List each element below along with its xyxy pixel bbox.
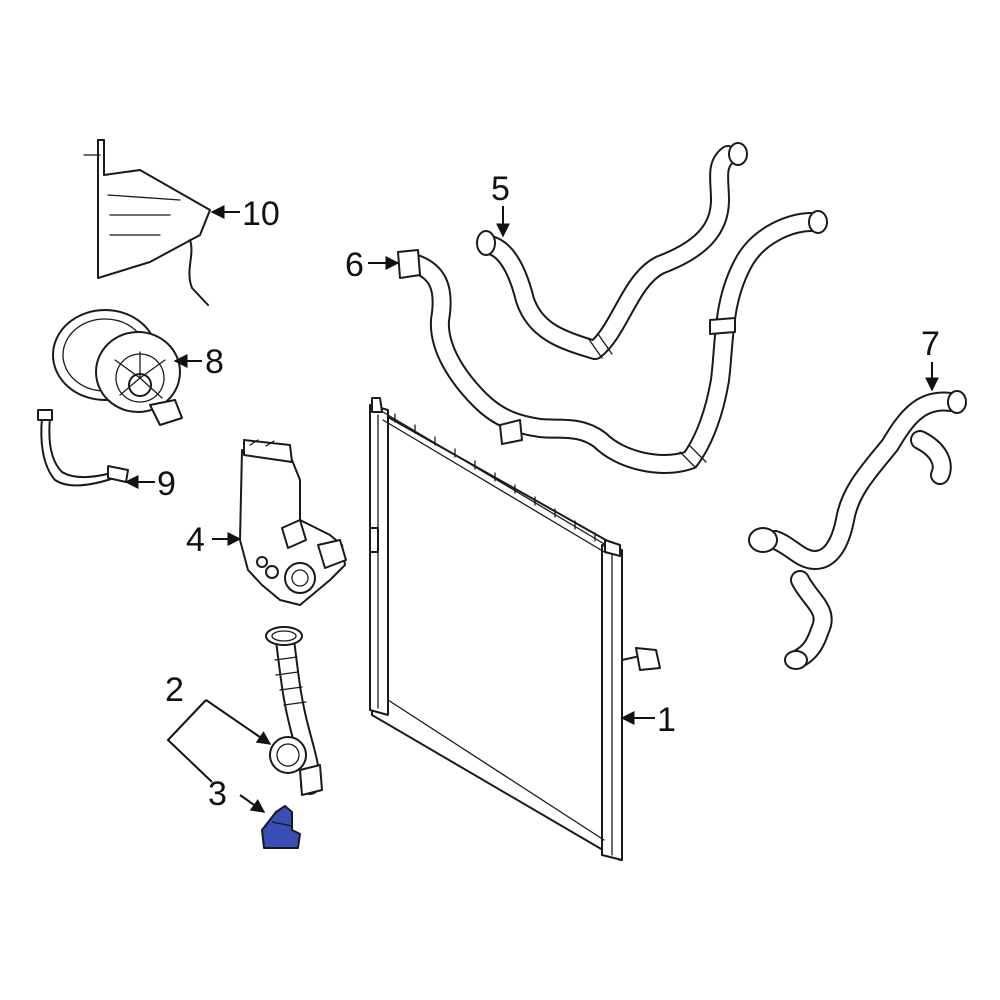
callout-label-3: 3 [208,775,227,813]
callout-9: 9 [124,465,176,503]
pump-part-8 [52,309,183,426]
connector-part-3 [261,805,301,849]
callout-4: 4 [186,521,242,559]
callout-label-1: 1 [657,701,676,739]
valve-housing-part-4 [239,439,347,606]
callout-7: 7 [921,325,940,392]
callout-8: 8 [173,343,224,381]
strap-part-9 [37,409,129,487]
callout-3: 3 [208,775,266,813]
callout-label-5: 5 [491,170,510,208]
callout-10: 10 [210,195,280,233]
callout-2: 2 [165,671,272,783]
callout-label-7: 7 [921,325,940,363]
callout-label-8: 8 [205,343,224,381]
bracket-part-10 [83,139,211,306]
hose-part-7 [748,390,967,670]
callout-5: 5 [491,170,510,238]
hose-part-6 [397,210,828,474]
callout-6: 6 [345,246,400,284]
coolant-pipe-part-2 [265,626,323,796]
callout-label-9: 9 [157,465,176,503]
callout-label-2: 2 [165,671,184,709]
callout-1: 1 [620,701,676,739]
hose-part-5 [476,142,748,360]
radiator-part-1 [369,397,661,861]
callout-label-6: 6 [345,246,364,284]
callout-label-10: 10 [242,195,280,233]
callout-label-4: 4 [186,521,205,559]
